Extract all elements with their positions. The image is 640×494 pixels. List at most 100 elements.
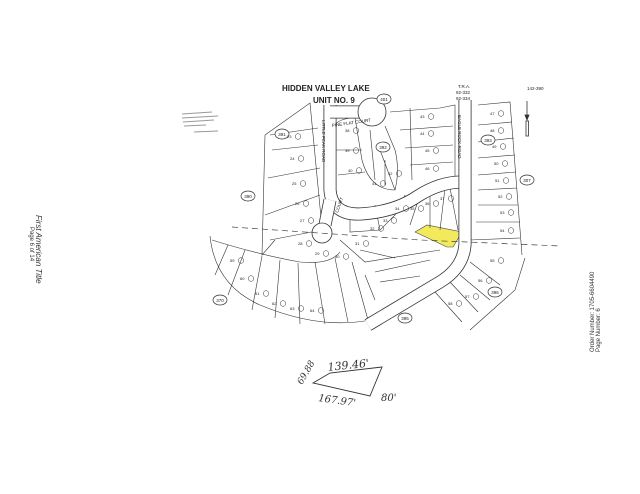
lot-lines	[209, 101, 526, 331]
lot-number: 35	[410, 206, 415, 211]
lot-circle-marker	[352, 127, 360, 134]
lot-number: 55	[490, 258, 495, 263]
lot-circle-marker	[352, 147, 360, 154]
lot-circle-marker	[417, 205, 425, 212]
lot-number: 26	[295, 201, 300, 206]
lot-number: 23	[287, 134, 292, 139]
lot-circle-marker	[507, 209, 515, 216]
roads	[318, 100, 472, 331]
lot-number: 56	[478, 278, 483, 283]
page-ref-circle	[212, 294, 228, 306]
lot-circle-marker	[501, 160, 509, 167]
lot-number: 41	[372, 181, 377, 186]
highlighted-lot[interactable]	[414, 224, 463, 248]
lot-number: 30	[335, 254, 340, 259]
lot-number: 51	[495, 178, 500, 183]
lot-circle-marker	[299, 180, 307, 187]
map-unit: UNIT NO. 9	[313, 96, 355, 105]
lot-number: 39	[345, 148, 350, 153]
lot-circle-marker	[447, 195, 455, 202]
lot-circle-marker	[427, 113, 435, 120]
page-ref-circle	[376, 93, 392, 105]
lot-circle-marker	[497, 110, 505, 117]
lot-number: 25	[292, 181, 297, 186]
lot-number: 40	[348, 168, 353, 173]
lot-number: 44	[420, 131, 425, 136]
lot-number: 45	[425, 148, 430, 153]
lot-circle-marker	[294, 133, 302, 140]
sketch-bottom-dimension: 167.97'	[318, 393, 357, 409]
page-ref-circle	[480, 134, 496, 146]
lot-circle-marker	[485, 277, 493, 284]
sketch-right-dimension: 80'	[381, 393, 396, 404]
lot-number: 57	[465, 294, 470, 299]
lot-number: 38	[345, 128, 350, 133]
lot-circle-marker	[377, 225, 385, 232]
lot-circle-marker	[355, 167, 363, 174]
page-ref-label: 390	[244, 194, 252, 199]
lot-circle-marker	[507, 227, 515, 234]
lot-circle-marker	[237, 257, 245, 264]
page-ref-label: 391	[278, 132, 286, 137]
street-label-pine-flat-court: PINE FLAT COURT	[331, 118, 371, 128]
lot-number: 42	[388, 171, 393, 176]
lot-number: 61	[255, 291, 260, 296]
lot-circle-marker	[472, 293, 480, 300]
lot-number: 31	[355, 241, 360, 246]
page-ref-circle	[487, 286, 503, 298]
lot-number: 50	[494, 161, 499, 166]
lot-number: 49	[492, 144, 497, 149]
lot-circle-marker	[390, 217, 398, 224]
lot-circle-marker	[395, 170, 403, 177]
lot-number: 64	[310, 308, 315, 313]
lot-number: 24	[290, 156, 295, 161]
lot-circle-marker	[497, 257, 505, 264]
page-ref-label: 393	[484, 138, 492, 143]
page-ref-circle	[375, 141, 391, 153]
lot-circle-marker	[379, 180, 387, 187]
lot-circle-marker	[432, 147, 440, 154]
handwritten-lot-sketch: 69.88 139.46' 80' 167.97'	[296, 357, 397, 410]
page-ref-circle	[519, 174, 535, 186]
lot-circle-marker	[505, 193, 513, 200]
lot-number: 54	[500, 228, 505, 233]
lot-circle-marker	[499, 143, 507, 150]
lot-circle-marker	[432, 165, 440, 172]
page-ref-label: 392	[379, 145, 387, 150]
page-ref-circle	[397, 312, 413, 324]
page-number: Page Number: 6	[596, 308, 602, 352]
north-arrow-icon	[524, 101, 530, 137]
street-label-little-peak-road: LITTLE PEAK ROAD	[321, 120, 326, 163]
map-title: HIDDEN VALLEY LAKE	[282, 84, 370, 93]
lot-number: 47	[490, 111, 495, 116]
lot-number: 36	[425, 201, 430, 206]
lot-circle-marker	[297, 305, 305, 312]
lot-number: 29	[315, 251, 320, 256]
map-number: 142-390	[527, 86, 544, 91]
lot-circle-marker	[297, 155, 305, 162]
lot-number: 27	[300, 218, 305, 223]
company-name: First American Title	[34, 215, 43, 284]
page-ref-label: 396	[491, 290, 499, 295]
lot-number: 33	[383, 218, 388, 223]
lot-circle-marker	[279, 300, 287, 307]
lot-circle-marker	[362, 240, 370, 247]
lot-number: 43	[420, 114, 425, 119]
lot-number: 62	[272, 301, 277, 306]
lot-number: 53	[500, 210, 505, 215]
lot-number: 34	[395, 206, 400, 211]
lot-circle-marker	[247, 275, 255, 282]
lot-number: 59	[230, 258, 235, 263]
lot-circle-marker	[302, 200, 310, 207]
footer-right: Order Number: 1705-6604490 Page Number: …	[590, 272, 602, 352]
pine-flat-cul-de-sac	[357, 97, 387, 127]
page-ref-label: 401	[380, 97, 388, 102]
lot-circle-marker	[342, 253, 350, 260]
lot-number: 48	[490, 128, 495, 133]
lot-number: 60	[240, 276, 245, 281]
sketch-top-dimension: 139.46'	[327, 357, 370, 374]
lot-number: 28	[298, 241, 303, 246]
lot-circle-marker	[455, 300, 463, 307]
lot-circle-marker	[305, 240, 313, 247]
